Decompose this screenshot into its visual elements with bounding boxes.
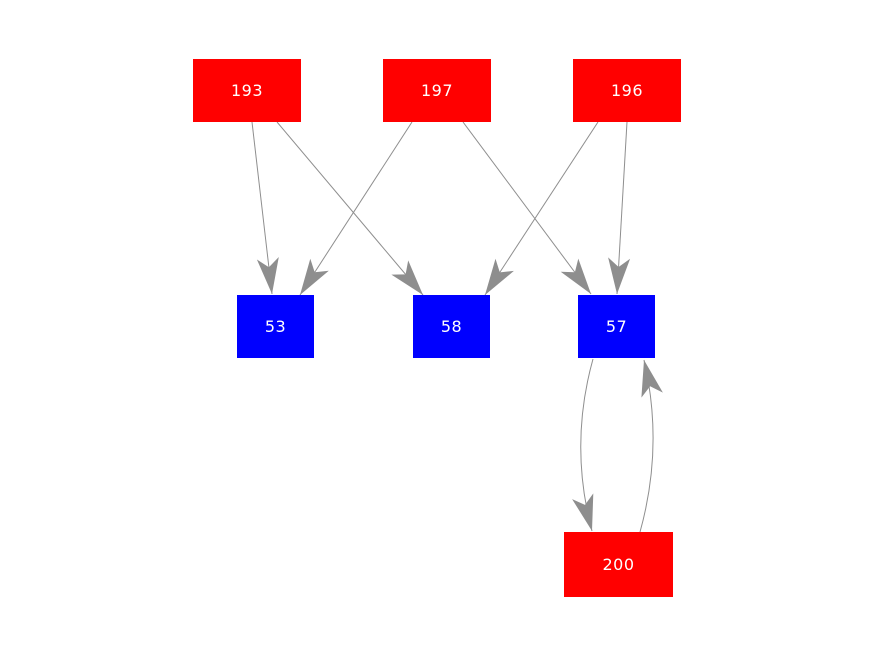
node-label: 58 xyxy=(440,316,463,336)
node-57: 57 xyxy=(578,295,655,358)
edge-197-53 xyxy=(299,121,413,296)
node-label: 193 xyxy=(230,80,264,100)
edge-193-58 xyxy=(276,121,424,296)
node-53: 53 xyxy=(237,295,314,358)
node-58: 58 xyxy=(413,295,490,358)
arrowhead-197-57 xyxy=(560,258,591,294)
edge-197-57 xyxy=(462,121,592,295)
arrowhead-200-57 xyxy=(641,360,663,398)
node-200: 200 xyxy=(564,532,673,597)
node-196: 196 xyxy=(573,59,681,122)
node-label: 197 xyxy=(420,80,454,100)
node-193: 193 xyxy=(193,59,301,122)
edge-196-57 xyxy=(616,121,628,295)
edge-193-53 xyxy=(251,121,273,295)
arrowhead-196-58 xyxy=(485,258,514,295)
arrowhead-197-53 xyxy=(300,258,329,295)
arrowhead-57-200 xyxy=(572,493,594,531)
edge-196-58 xyxy=(484,121,599,296)
arrowhead-193-53 xyxy=(256,257,279,294)
arrowhead-193-58 xyxy=(391,260,423,295)
node-label: 196 xyxy=(610,80,644,100)
node-label: 53 xyxy=(264,316,287,336)
node-label: 200 xyxy=(602,554,635,574)
node-197: 197 xyxy=(383,59,491,122)
node-label: 57 xyxy=(605,316,628,336)
arrowhead-196-57 xyxy=(608,257,631,294)
